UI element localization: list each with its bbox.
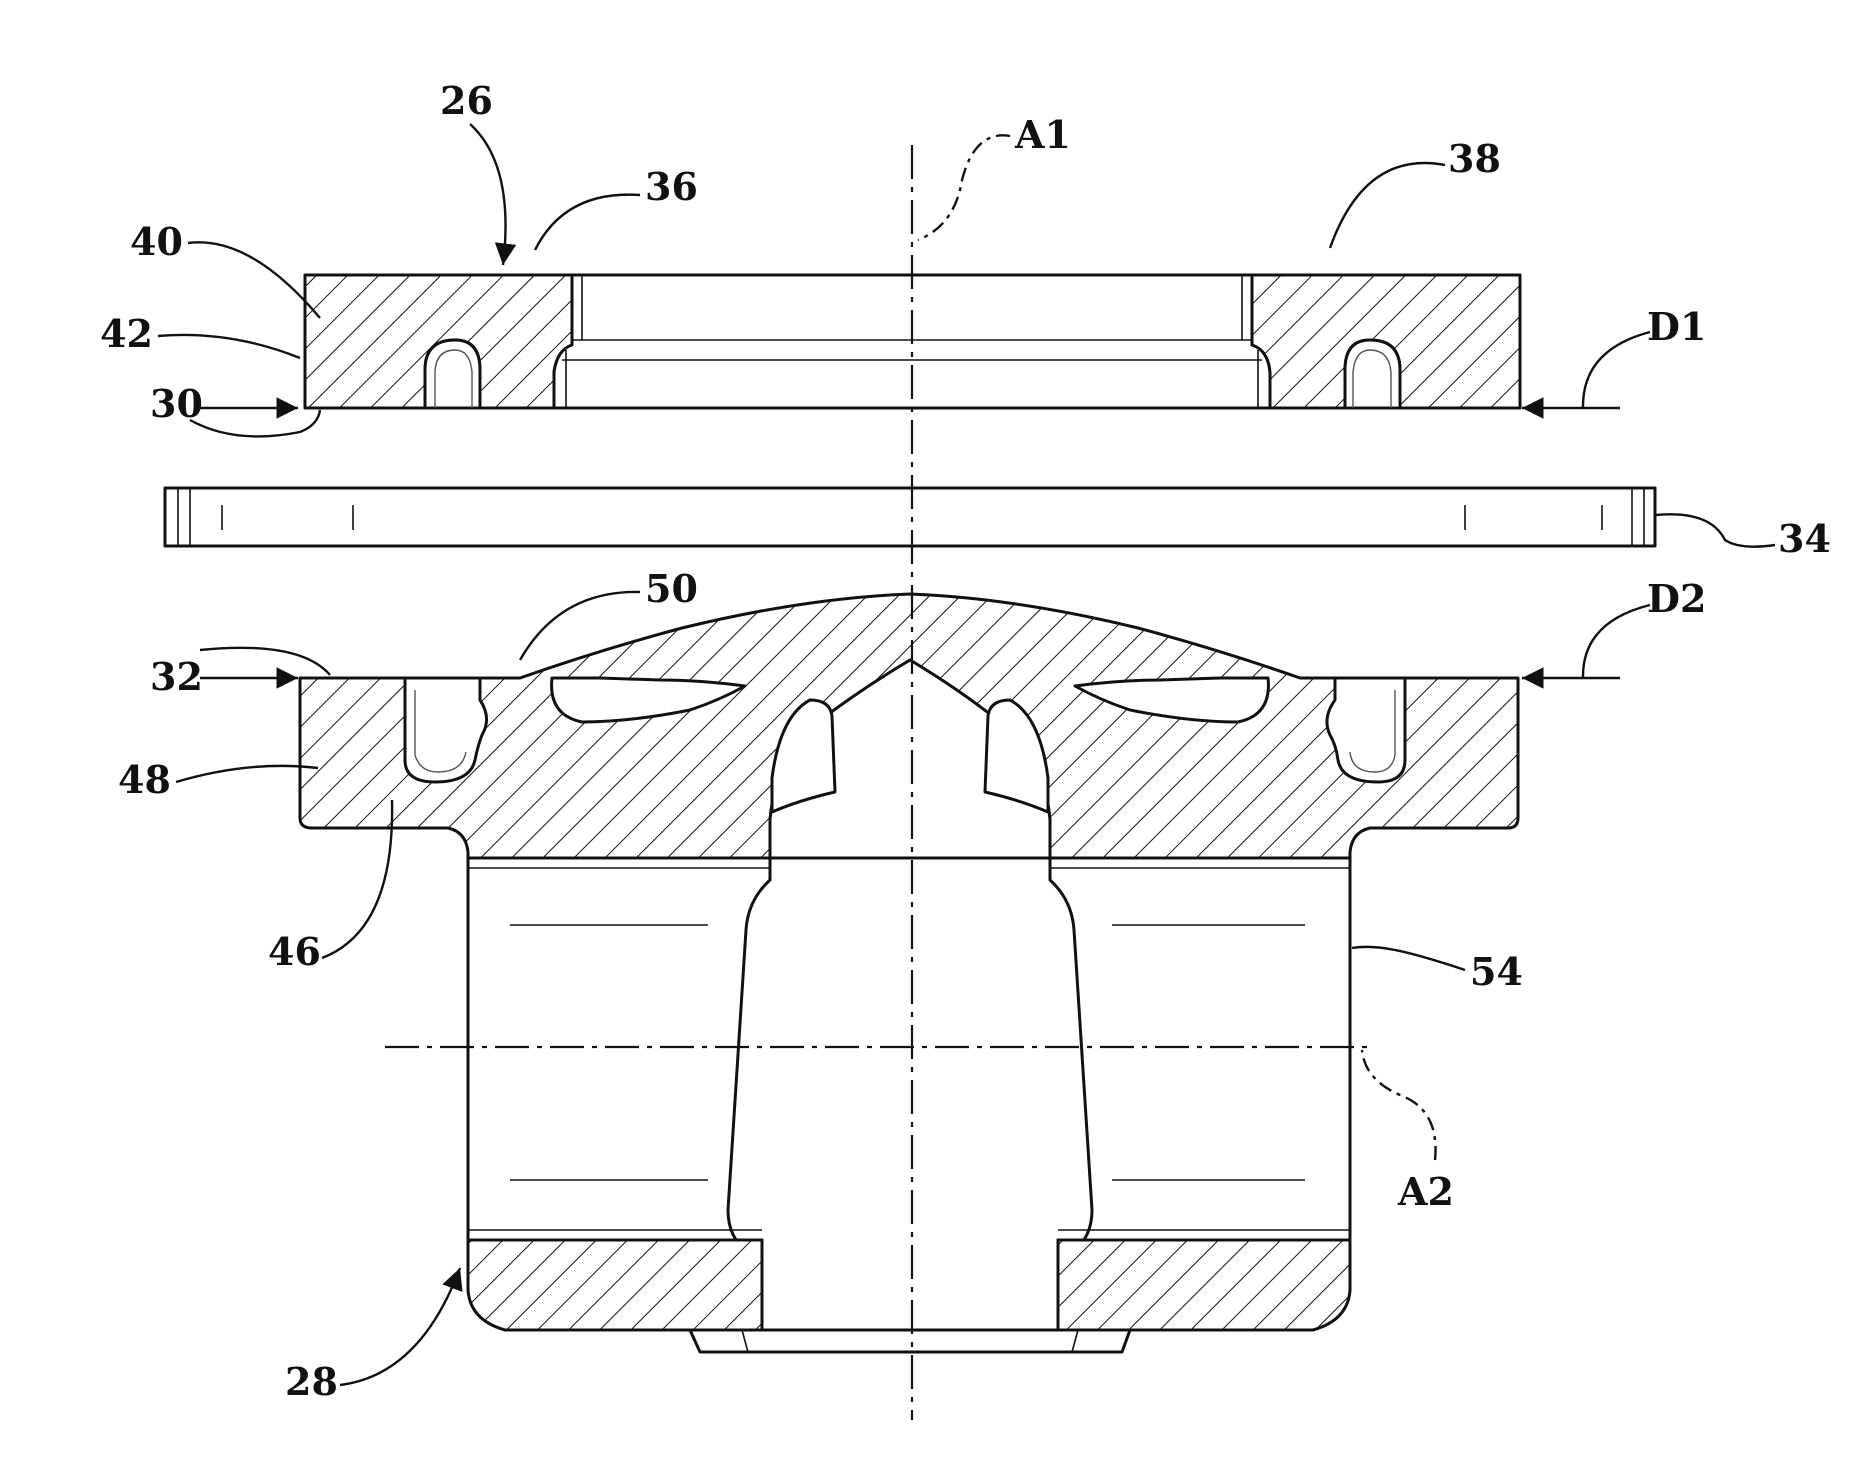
label-28: 28 [285,1359,338,1404]
lower-die-foot [690,1330,1130,1352]
label-A2: A2 [1397,1169,1454,1214]
label-30: 30 [150,381,203,426]
lower-die-left-cavity [405,678,487,782]
label-32: 32 [150,654,203,699]
label-26: 26 [440,78,493,123]
label-46: 46 [268,929,321,974]
label-54: 54 [1470,949,1523,994]
label-42: 42 [100,311,153,356]
lower-die-bottom-left [468,1240,762,1330]
label-36: 36 [645,164,698,209]
label-50: 50 [645,566,698,611]
label-38: 38 [1448,136,1501,181]
label-D2: D2 [1647,576,1706,621]
label-D1: D1 [1647,304,1706,349]
label-40: 40 [130,219,183,264]
lower-die-right-cavity [1327,678,1405,782]
lower-die-body [468,858,770,1290]
lower-die-bottom-right [1058,1240,1350,1330]
blank-plate-body [165,488,1655,546]
label-48: 48 [118,757,171,802]
label-34: 34 [1778,516,1831,561]
lower-die [300,594,1518,1352]
lower-die-body-right [1050,858,1350,1290]
label-A1: A1 [1014,112,1071,157]
blank-plate [165,488,1655,546]
